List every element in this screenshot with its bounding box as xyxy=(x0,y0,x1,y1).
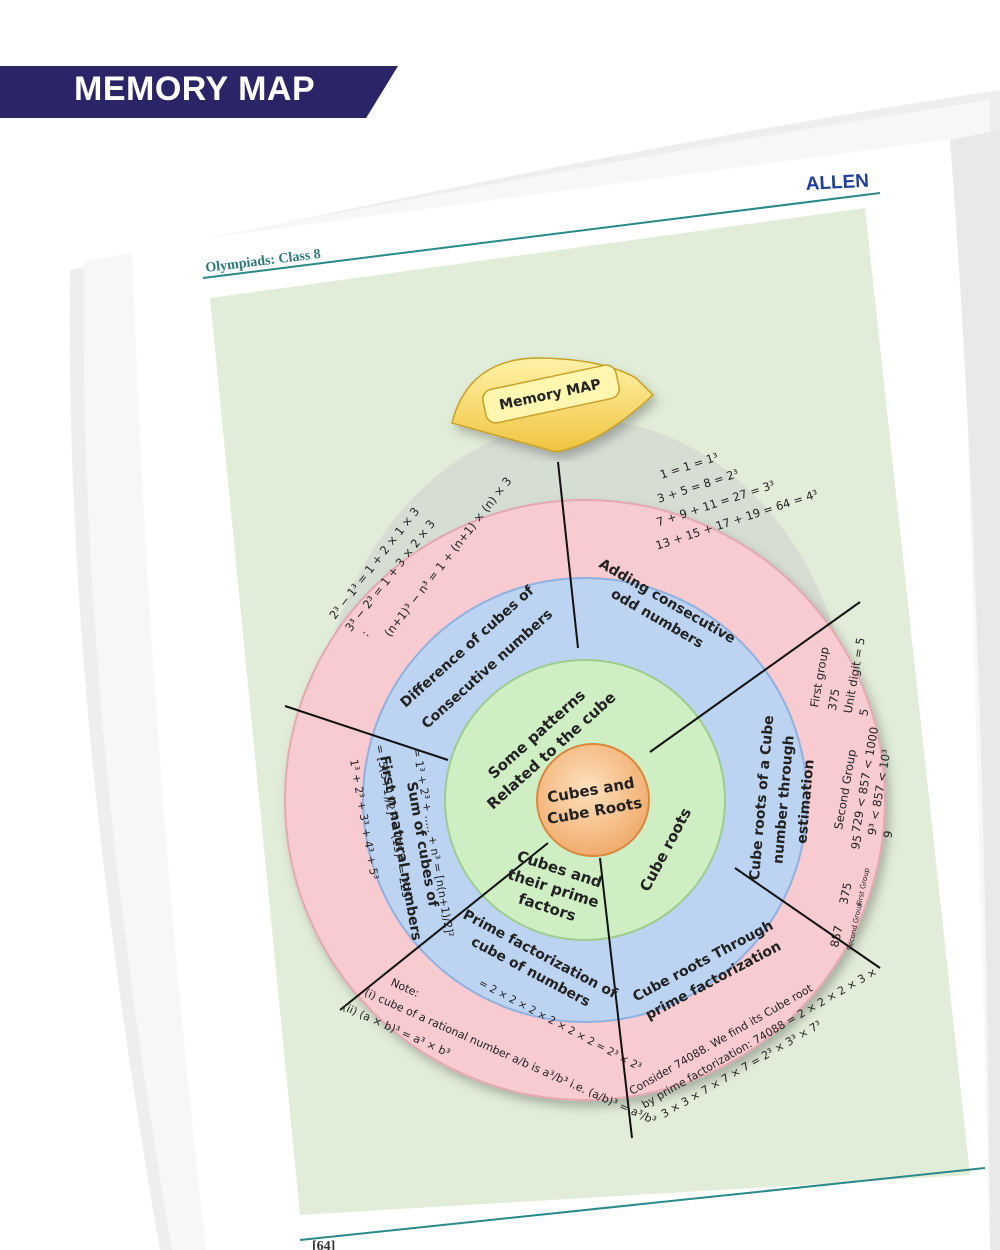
memory-map-tab-plate xyxy=(482,364,620,424)
divider-top xyxy=(557,461,579,649)
middle-estimation-line-3: estimation xyxy=(794,759,817,845)
divider-bottom xyxy=(599,857,633,1139)
memory-map-banner xyxy=(0,66,398,118)
divider-left xyxy=(284,705,449,761)
estimate-second-result: 9 xyxy=(880,830,895,840)
estimate-div-857: 857 xyxy=(827,924,845,948)
divider-lower-left xyxy=(339,842,549,1011)
header-rule xyxy=(202,192,881,279)
footer-rule xyxy=(299,1167,986,1241)
estimate-first-number: 375 xyxy=(825,688,843,712)
banner-title: MEMORY MAP xyxy=(74,70,316,108)
diff-line-3: : xyxy=(358,628,371,640)
core-circle xyxy=(536,743,650,857)
estimate-div-result: 95 xyxy=(848,834,865,851)
memory-map-diagram xyxy=(284,461,886,1139)
estimate-first-result: 5 xyxy=(856,708,871,718)
brand-logo: ALLEN xyxy=(805,171,869,195)
divider-upper-right xyxy=(649,601,861,753)
page-number: [64] xyxy=(312,1239,335,1250)
divider-lower-right xyxy=(734,867,881,969)
right-page-edge xyxy=(950,130,1000,1250)
estimate-div-375: 375 xyxy=(836,881,854,905)
